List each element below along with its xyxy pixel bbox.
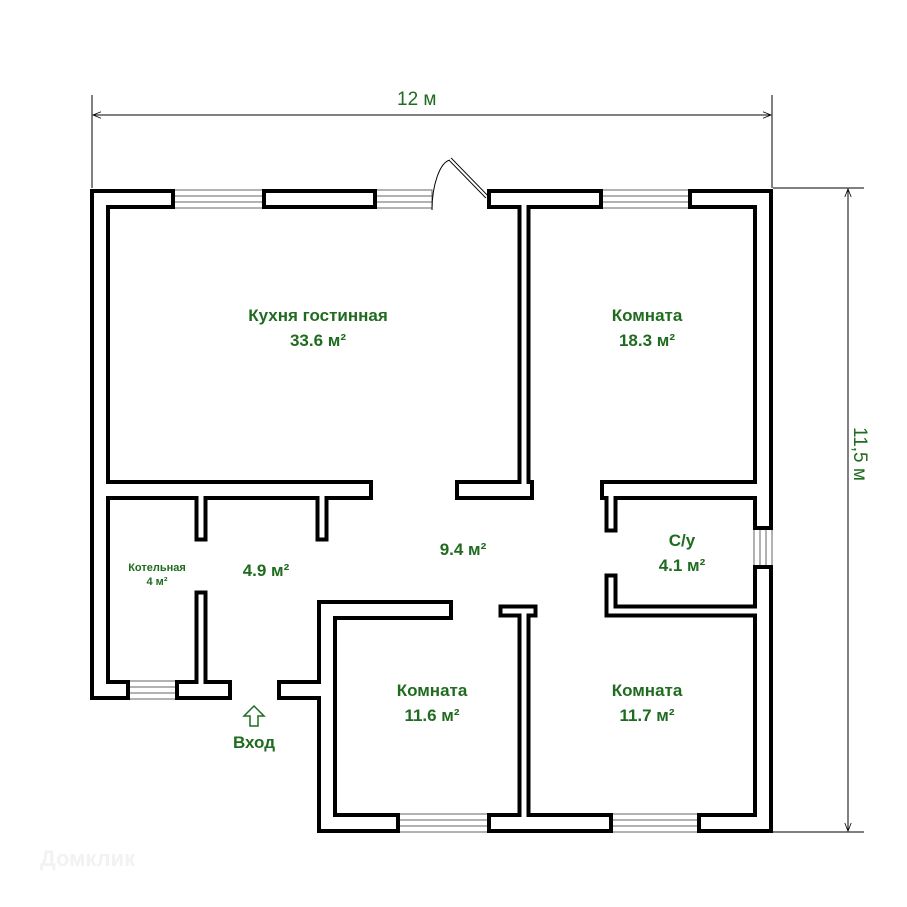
- watermark-logo: Домклик: [40, 846, 136, 871]
- wall-fill: [692, 193, 769, 526]
- dimension-lines: [91, 95, 864, 833]
- window: [373, 189, 433, 209]
- wall-fill: [701, 569, 769, 829]
- window: [396, 813, 491, 833]
- window: [753, 526, 773, 569]
- wall-fill: [94, 193, 171, 696]
- height-dimension: 11,5 м: [848, 427, 870, 481]
- entrance-label: Вход: [232, 733, 276, 752]
- wall-outline: [90, 189, 175, 700]
- walls: [90, 189, 773, 833]
- wall-outline: [688, 189, 773, 530]
- width-dimension: 12 м: [397, 89, 437, 110]
- vestibule-label: 4.9 м²: [242, 561, 290, 580]
- window: [609, 813, 701, 833]
- window: [599, 189, 692, 209]
- window: [171, 189, 266, 209]
- wall-fill: [608, 577, 758, 614]
- windows: [126, 189, 773, 833]
- wall-fill: [321, 604, 449, 829]
- hall-label: 9.4 м²: [439, 540, 487, 559]
- window: [126, 680, 179, 700]
- entrance-door: [431, 157, 489, 211]
- wall-outline: [604, 573, 762, 618]
- entry-arrow-icon: [242, 704, 266, 727]
